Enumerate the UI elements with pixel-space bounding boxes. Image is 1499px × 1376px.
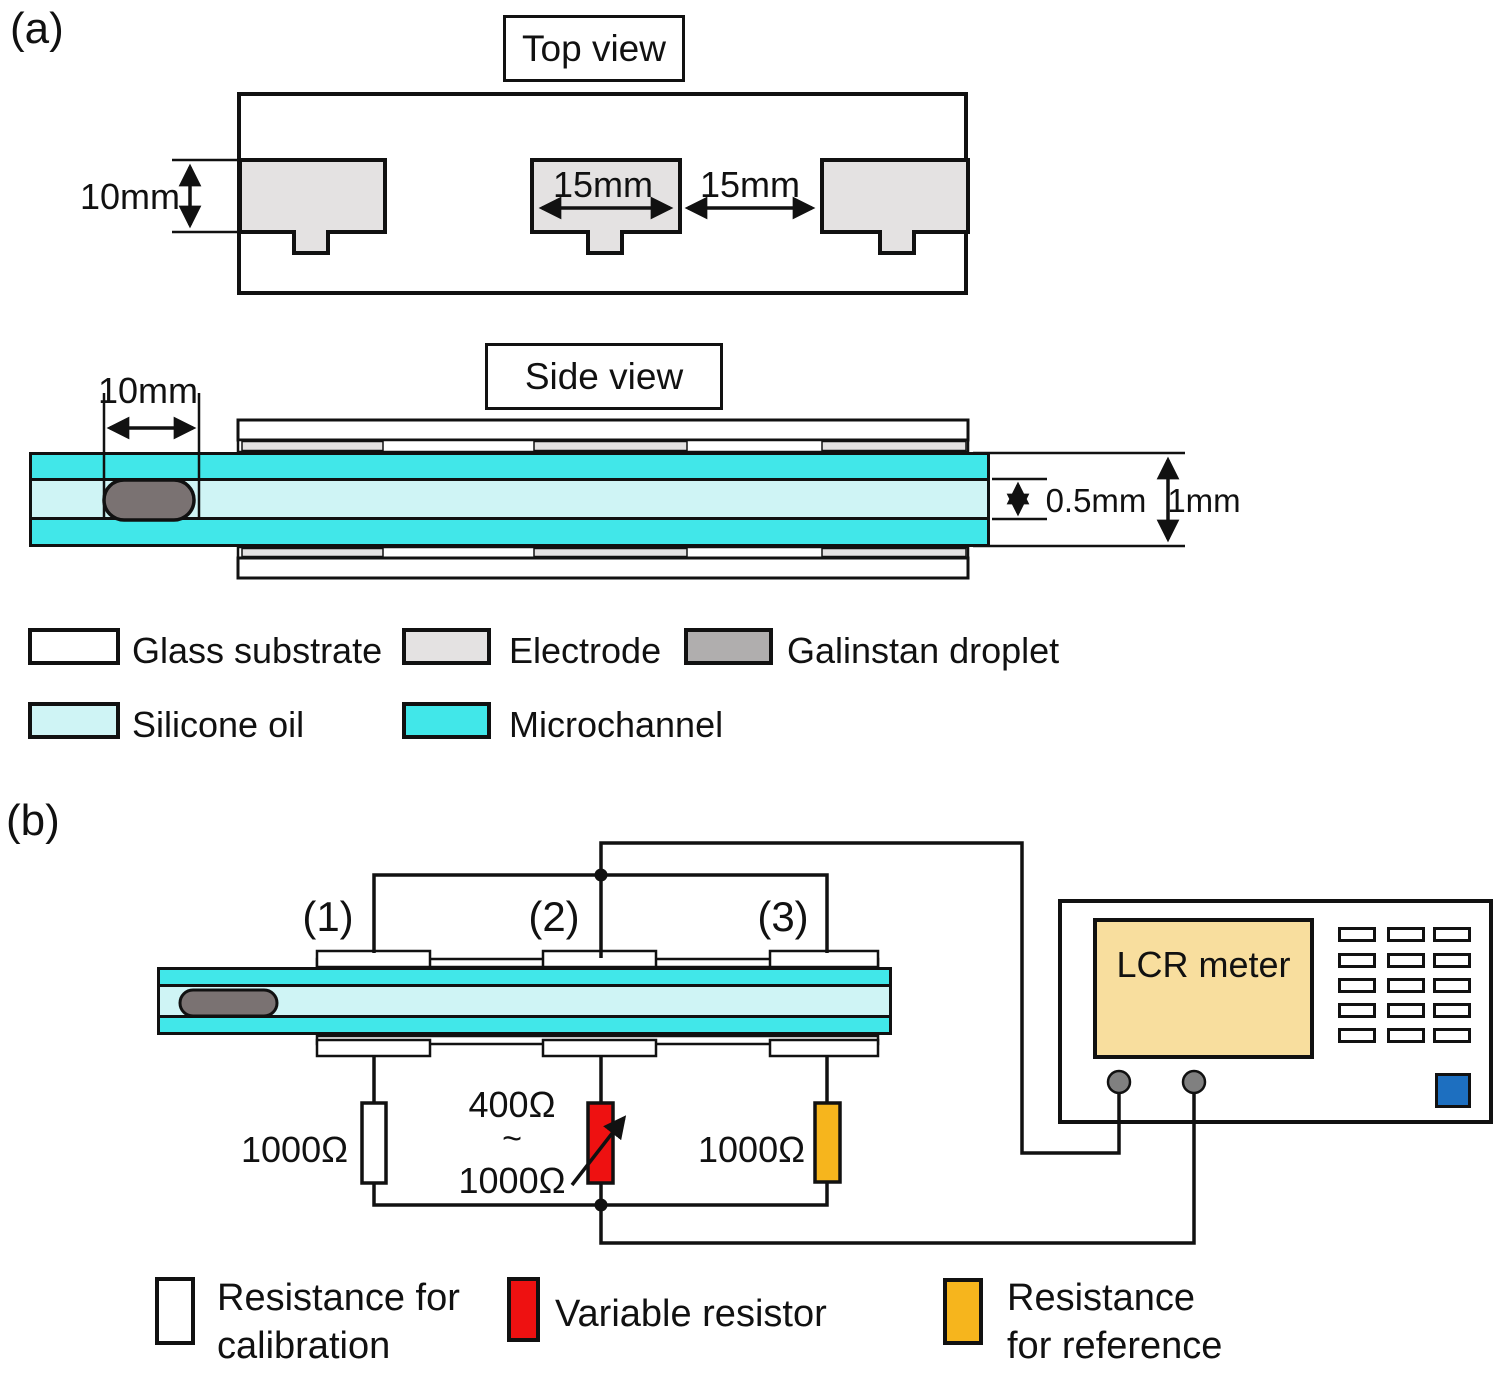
lcr-keypad-button bbox=[1338, 953, 1376, 968]
legend-swatch-calibration-resistor bbox=[155, 1277, 195, 1345]
legend-swatch-silicone-oil bbox=[28, 702, 120, 739]
legend-label-variable-resistor: Variable resistor bbox=[555, 1293, 827, 1335]
device-b-channel-stack bbox=[157, 967, 892, 1035]
legend-swatch-variable-resistor bbox=[507, 1277, 540, 1342]
legend-label-microchannel: Microchannel bbox=[509, 704, 724, 745]
lcr-keypad-button bbox=[1433, 1028, 1471, 1043]
legend-label-calibration-resistor: Resistance for calibration bbox=[217, 1274, 460, 1370]
lcr-keypad-button bbox=[1387, 953, 1425, 968]
lcr-keypad-button bbox=[1387, 978, 1425, 993]
legend-calibration-line2: calibration bbox=[217, 1325, 391, 1367]
lcr-keypad-button bbox=[1387, 927, 1425, 942]
microchannel-bottom-wall-b bbox=[160, 1018, 889, 1032]
side-view-top-electrode-row bbox=[236, 438, 970, 454]
variable-resistor-arrow bbox=[570, 1115, 627, 1187]
dim-10mm-top-view: 10mm bbox=[80, 176, 181, 217]
legend-label-electrode: Electrode bbox=[509, 630, 662, 671]
resistor-reference bbox=[813, 1101, 842, 1184]
variable-resistor-tilde: ~ bbox=[502, 1120, 522, 1158]
lcr-keypad-button bbox=[1387, 1003, 1425, 1018]
legend-swatch-microchannel bbox=[402, 702, 491, 739]
lcr-keypad-button bbox=[1433, 953, 1471, 968]
silicone-oil-channel bbox=[32, 478, 987, 520]
electrode-1-label: (1) bbox=[302, 892, 354, 940]
side-view-bottom-glass bbox=[236, 556, 970, 580]
dim-05mm-label: 0.5mm bbox=[1045, 482, 1147, 519]
legend-swatch-reference-resistor bbox=[943, 1278, 983, 1345]
legend-reference-line1: Resistance bbox=[1007, 1277, 1195, 1319]
lcr-keypad-button bbox=[1433, 1003, 1471, 1018]
lcr-keypad-button bbox=[1433, 927, 1471, 942]
resistor-reference-value: 1000Ω bbox=[698, 1129, 805, 1170]
side-view-top-glass bbox=[236, 418, 970, 442]
microchannel-top-wall-b bbox=[160, 970, 889, 984]
top-view-title-box: Top view bbox=[503, 15, 685, 82]
side-view-top-electrode-segments bbox=[241, 440, 967, 452]
panel-a-label: (a) bbox=[10, 4, 64, 53]
lcr-meter-label: LCR meter bbox=[1116, 944, 1291, 985]
resistor-calibration bbox=[360, 1101, 388, 1185]
side-view-bottom-electrode-row bbox=[236, 545, 970, 560]
microchannel-top-wall bbox=[32, 455, 987, 478]
silicone-oil-channel-b bbox=[160, 984, 889, 1018]
resistor-calibration-value: 1000Ω bbox=[241, 1129, 348, 1170]
device-b-bottom-glass bbox=[315, 1034, 880, 1046]
dim-15mm-electrode-gap: 15mm bbox=[699, 164, 801, 205]
panel-b-label: (b) bbox=[6, 796, 60, 845]
wire-junction-top bbox=[594, 868, 608, 882]
variable-resistor-max: 1000Ω bbox=[458, 1160, 566, 1201]
variable-resistor-min: 400Ω bbox=[468, 1084, 556, 1125]
lcr-meter-screen bbox=[1093, 918, 1314, 1059]
lcr-meter-blue-button bbox=[1435, 1073, 1471, 1108]
device-b-top-glass bbox=[315, 957, 880, 969]
dim-10mm-side-view: 10mm bbox=[97, 370, 199, 411]
legend-label-glass: Glass substrate bbox=[132, 630, 383, 671]
side-view-bottom-electrode-segments bbox=[241, 547, 967, 558]
lcr-keypad-button bbox=[1433, 978, 1471, 993]
lcr-keypad-button bbox=[1338, 1028, 1376, 1043]
device-b-bottom-electrodes bbox=[315, 1038, 880, 1058]
wire-junction-bottom bbox=[594, 1198, 608, 1212]
dim-1mm-label: 1mm bbox=[1167, 482, 1241, 519]
legend-calibration-line1: Resistance for bbox=[217, 1277, 460, 1319]
lcr-keypad-button bbox=[1338, 1003, 1376, 1018]
device-b-top-electrodes bbox=[315, 949, 880, 969]
lcr-keypad-button bbox=[1338, 927, 1376, 942]
resistor-variable bbox=[586, 1101, 615, 1185]
legend-swatch-electrode bbox=[402, 628, 491, 665]
electrode-2-label: (2) bbox=[528, 892, 580, 940]
top-view-title: Top view bbox=[522, 27, 666, 69]
wire-resistor-bottom-bus bbox=[372, 1181, 829, 1207]
side-view-title-box: Side view bbox=[485, 343, 723, 410]
side-view-title: Side view bbox=[524, 355, 684, 397]
microchannel-bottom-wall bbox=[32, 520, 987, 544]
lcr-keypad-button bbox=[1387, 1028, 1425, 1043]
legend-label-galinstan: Galinstan droplet bbox=[787, 630, 1060, 671]
electrode-3-label: (3) bbox=[757, 892, 809, 940]
legend-reference-line2: for reference bbox=[1007, 1325, 1223, 1367]
side-view-channel-stack bbox=[29, 452, 990, 547]
legend-label-silicone-oil: Silicone oil bbox=[132, 704, 305, 745]
legend-swatch-glass bbox=[28, 628, 120, 665]
legend-label-reference-resistor: Resistance for reference bbox=[1007, 1274, 1222, 1370]
dim-15mm-electrode-width: 15mm bbox=[552, 164, 654, 205]
lcr-keypad-button bbox=[1338, 978, 1376, 993]
legend-swatch-galinstan bbox=[684, 628, 773, 665]
top-view-extension-lines bbox=[172, 158, 240, 234]
